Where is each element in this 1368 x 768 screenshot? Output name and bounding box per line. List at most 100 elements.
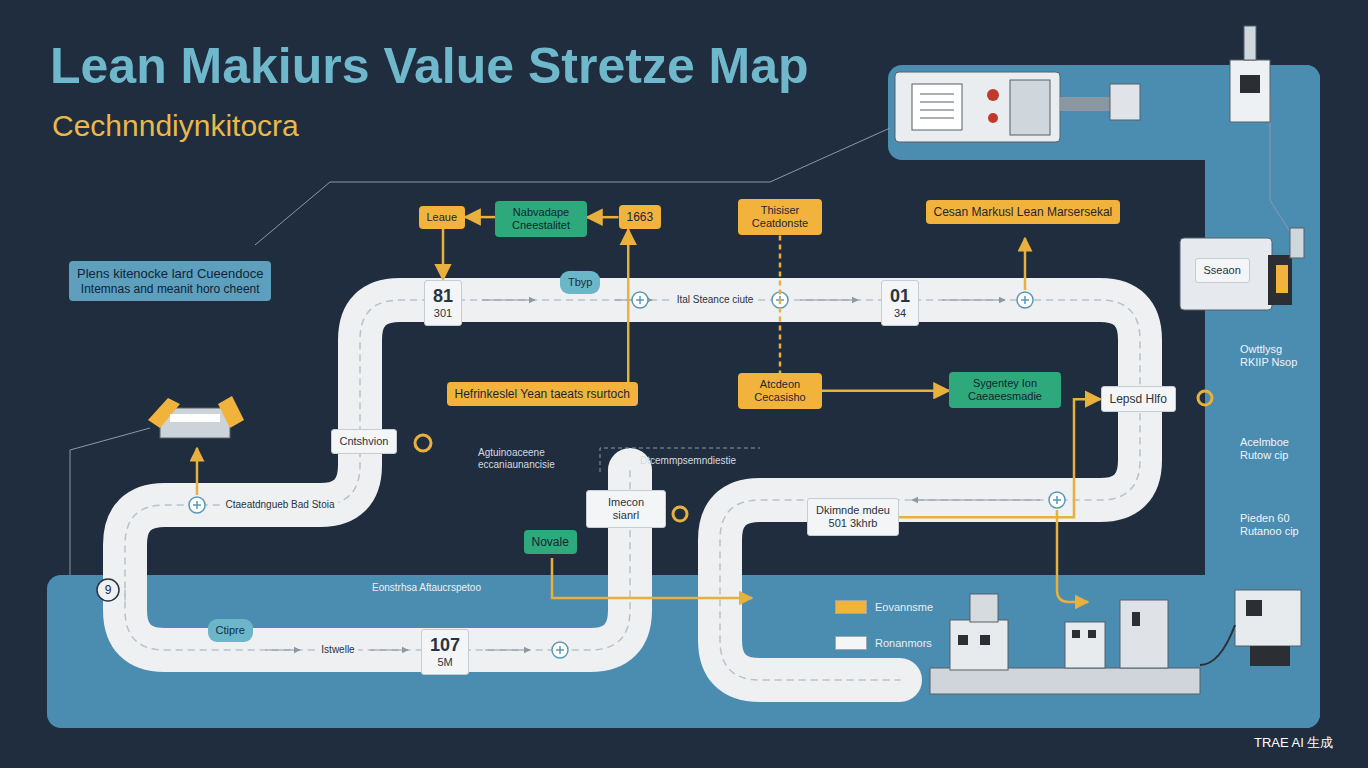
machine-icon — [1268, 255, 1292, 305]
machine-icon — [930, 590, 1301, 694]
flow-connector — [822, 389, 949, 392]
ring-marker — [1198, 391, 1212, 405]
machine-icon — [1200, 625, 1235, 665]
process-box: Atcdeon Cecasisho — [738, 373, 822, 409]
machine-icon — [1250, 646, 1290, 666]
node-text: 34 — [890, 307, 910, 320]
flow-connector — [587, 216, 619, 219]
subtitle: Cechnndiynkitocra — [52, 108, 299, 144]
flow-arrow — [482, 299, 535, 300]
process-box: Nabvadape Cneestalitet — [495, 201, 587, 237]
node-text: Leaue — [427, 211, 458, 224]
node-text: 81 — [433, 286, 453, 308]
orange-flow — [197, 238, 1088, 602]
flow-arrow — [800, 299, 858, 300]
node-text: Imecon sianrl — [595, 496, 657, 522]
flow-arrow — [485, 649, 530, 650]
data-box: 81301 — [424, 280, 462, 327]
machine-icon — [1244, 26, 1256, 60]
ring-marker — [673, 507, 687, 521]
leader-line — [600, 448, 760, 472]
node-text: 107 — [430, 635, 460, 657]
track — [125, 300, 1140, 680]
machine-icon — [1240, 75, 1260, 93]
machine-icon — [895, 72, 1060, 142]
machine-icon — [970, 594, 998, 622]
node-text: Ctipre — [216, 624, 245, 637]
orange-flow — [196, 448, 199, 495]
machine-icon — [987, 89, 999, 101]
flow-connector — [465, 216, 495, 219]
legend-item: Ronanmors — [835, 636, 932, 650]
data-box: Lepsd Hlfo — [1101, 386, 1176, 412]
label-text: Acelmboe Rutow cip — [1240, 436, 1312, 462]
node-text: 301 — [433, 307, 453, 320]
legend-swatch — [835, 600, 867, 614]
machine-icon — [1120, 600, 1168, 668]
legend-text: Ronanmors — [875, 637, 932, 649]
machine-icon — [1088, 630, 1096, 638]
flow-connector — [779, 235, 782, 373]
node-text: Dkimnde mdeu — [816, 504, 890, 517]
machine-icon — [1246, 600, 1262, 616]
ring-marker — [415, 435, 431, 451]
machine-icon — [912, 84, 962, 130]
machine-icon — [1072, 630, 1080, 638]
track — [125, 470, 630, 650]
watermark: TRAE AI 生成 — [1254, 735, 1333, 751]
orange-flow — [552, 558, 752, 598]
machine-icon — [1132, 612, 1140, 626]
legend-item: Eovannsme — [835, 600, 933, 614]
machine-icon — [170, 414, 220, 422]
label-text: Agtuinoaceene eccaniaunancisie — [478, 447, 598, 471]
node-text: Thisiser Ceatdonste — [746, 204, 814, 230]
node-text: Sygentey Ion Caeaeesmadie — [957, 377, 1053, 403]
data-box: Cntshvion — [331, 429, 398, 454]
label-text: Pieden 60 Rutanoo cip — [1240, 512, 1312, 538]
label-text: Ctaeatdngueb Bad Stoia — [222, 498, 339, 512]
track — [125, 470, 630, 650]
flow-arrow — [370, 649, 408, 650]
machine-icon — [148, 396, 244, 438]
flow-arrow — [265, 649, 300, 650]
machine-icon — [958, 635, 968, 645]
legend-text: Eovannsme — [875, 601, 933, 613]
track — [125, 300, 1140, 680]
node-text: Nabvadape Cneestalitet — [503, 206, 579, 232]
machine-icon — [988, 113, 998, 123]
node-text: 501 3khrb — [816, 517, 890, 530]
node-text: Novale — [532, 535, 569, 549]
leader-line — [70, 95, 1290, 575]
process-box: 1663 — [619, 205, 662, 229]
data-box: 1075M — [421, 629, 469, 676]
machine-icon — [1290, 228, 1304, 258]
node-text: Cntshvion — [340, 435, 389, 448]
process-box: Cesan Markusl Lean Marsersekal — [926, 200, 1121, 224]
label-text: 9 — [105, 583, 112, 597]
flow-connector — [442, 229, 445, 280]
machine-icon — [1060, 97, 1110, 111]
node-text: 1663 — [627, 210, 654, 224]
data-box: Dkimnde mdeu501 3khrb — [807, 498, 899, 536]
process-box: Thisiser Ceatdonste — [738, 199, 822, 235]
label-text: Owttlysg RKIIP Nsop — [1240, 343, 1312, 369]
label-text: Eonstrhsa Aftaucrspetoo — [372, 582, 481, 594]
machine-icon — [148, 398, 180, 428]
label-text: Dtcemmpsemndiestie — [640, 455, 736, 467]
data-box: Imecon sianrl — [586, 490, 666, 528]
leader-line — [70, 428, 150, 575]
legend-swatch — [835, 636, 867, 650]
node-text: Sseaon — [1204, 264, 1241, 277]
label-text: Ital Steance ciute — [673, 293, 758, 307]
data-box: Sseaon — [1195, 258, 1250, 283]
machine-icon — [980, 635, 990, 645]
process-box: Sygentey Ion Caeaeesmadie — [949, 372, 1061, 408]
node-text: Plens kitenocke lard Cueendoce — [77, 266, 263, 282]
flow-connector — [627, 229, 630, 382]
station-tag: Tbyp — [560, 271, 600, 294]
node-text: Tbyp — [568, 276, 592, 289]
machine-icon — [1180, 228, 1304, 310]
station-tag: Ctipre — [208, 619, 253, 642]
label-text: Istwelle — [317, 643, 358, 657]
